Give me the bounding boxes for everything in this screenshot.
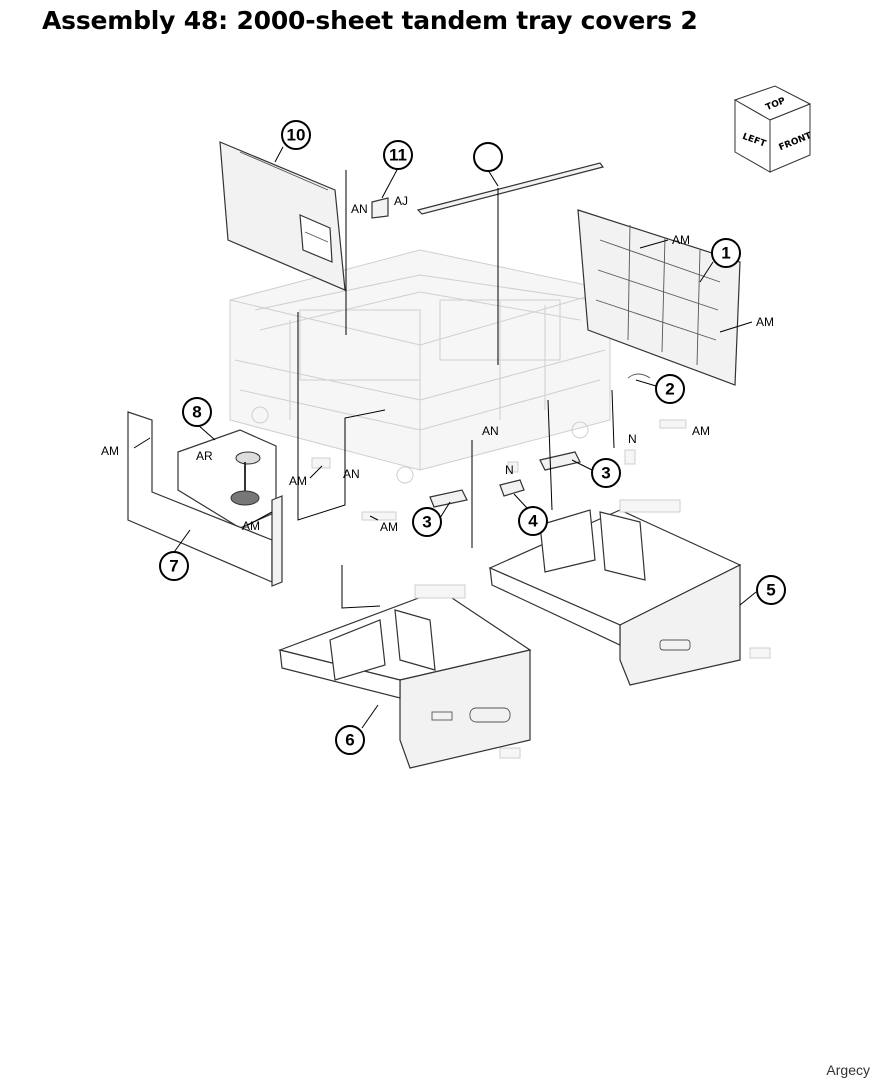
callout-10: 11 xyxy=(383,140,413,170)
svg-text:10: 10 xyxy=(287,126,306,145)
svg-text:6: 6 xyxy=(345,731,354,750)
part-2-small-clip xyxy=(627,373,651,379)
svg-text:7: 7 xyxy=(169,557,178,576)
part-8-gear-assembly xyxy=(177,429,277,529)
svg-text:2: 2 xyxy=(665,380,674,399)
callout-3-left: 3 xyxy=(412,507,442,537)
callout-2: 2 xyxy=(655,374,685,404)
callout-7: 7 xyxy=(159,551,189,581)
watermark: Argecy xyxy=(826,1062,870,1078)
label-an: AN xyxy=(343,467,360,481)
orientation-cube: TOP LEFT FRONT xyxy=(733,85,814,173)
label-am: AM xyxy=(380,520,398,534)
callout-1: 1 xyxy=(711,238,741,268)
part-4-latch xyxy=(499,479,525,497)
svg-text:3: 3 xyxy=(422,513,431,532)
callout-6: 6 xyxy=(335,725,365,755)
label-ar: AR xyxy=(196,449,213,463)
label-n: N xyxy=(628,432,637,446)
callout-8: 8 xyxy=(182,397,212,427)
callout-5: 5 xyxy=(756,575,786,605)
svg-text:11: 11 xyxy=(389,146,407,165)
svg-text:1: 1 xyxy=(721,244,730,263)
leader-lines xyxy=(133,146,757,729)
part-10-bracket xyxy=(345,170,389,335)
svg-text:8: 8 xyxy=(192,403,201,422)
label-an: AN xyxy=(482,424,499,438)
part-1-rear-cover xyxy=(577,209,741,386)
label-n: N xyxy=(505,463,514,477)
part-3-bracket-b xyxy=(429,489,468,508)
label-am: AM xyxy=(756,315,774,329)
printer-frame-outline xyxy=(229,249,611,484)
svg-text:4: 4 xyxy=(528,512,538,531)
part-9-left-door-cover xyxy=(219,141,346,291)
label-am: AM xyxy=(289,474,307,488)
fastener-labels: AN AJ AM AM AM AN N N AM AR AM AN AM AM xyxy=(101,194,774,534)
callout-11 xyxy=(473,142,503,172)
label-am: AM xyxy=(242,519,260,533)
svg-text:5: 5 xyxy=(766,581,775,600)
part-6-paper-tray xyxy=(277,584,532,769)
callout-3-right: 3 xyxy=(591,458,621,488)
page-title: Assembly 48: 2000-sheet tandem tray cove… xyxy=(42,6,698,35)
part-11-top-rail xyxy=(416,162,605,365)
small-fastener-parts xyxy=(311,419,687,521)
label-am: AM xyxy=(672,233,690,247)
part-7-left-side-panel xyxy=(127,411,283,587)
part-5-paper-tray xyxy=(488,499,771,686)
label-am: AM xyxy=(101,444,119,458)
label-am: AM xyxy=(692,424,710,438)
label-an: AN xyxy=(351,202,368,216)
label-aj: AJ xyxy=(394,194,408,208)
svg-text:3: 3 xyxy=(601,464,610,483)
callout-9: 10 xyxy=(281,120,311,150)
callout-4: 4 xyxy=(518,506,548,536)
